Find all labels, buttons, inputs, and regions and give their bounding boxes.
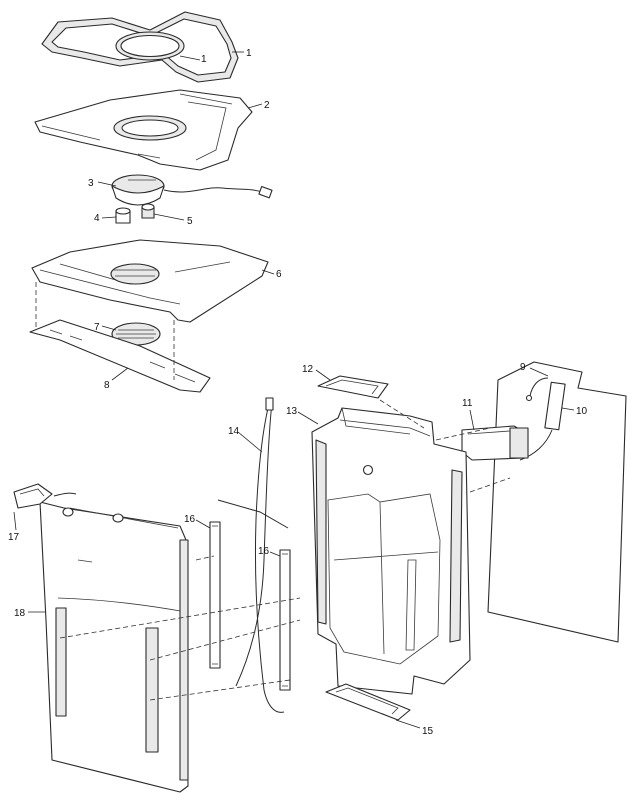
part-6-fan-housing [31,239,269,323]
callout-7: 7 [94,322,100,333]
callout-leader-lines [13,51,575,729]
callout-labels: 1 1 2 3 4 5 6 7 8 9 10 11 12 13 14 15 16… [8,48,588,737]
callout-18: 18 [14,608,26,619]
callout-5: 5 [187,216,193,227]
callout-1a: 1 [201,54,207,65]
callout-17: 17 [8,532,20,543]
callout-9: 9 [520,362,526,373]
callout-15: 15 [422,726,434,737]
part-4-knob [115,207,131,224]
part-3-fan-motor [111,174,273,206]
part-13-main-housing [311,407,471,695]
part-16-rod-left [209,521,221,669]
callout-14: 14 [228,426,240,437]
callout-3: 3 [88,178,94,189]
callout-2: 2 [264,100,270,111]
callout-10: 10 [576,406,588,417]
callout-6: 6 [276,269,282,280]
part-10-cable-bracket [519,377,566,461]
callout-16b: 16 [258,546,270,557]
callout-12: 12 [302,364,314,375]
part-8-grille [29,282,211,393]
part-1-gasket [41,11,239,83]
part-17-top-tab [13,483,77,509]
callout-1b: 1 [246,48,252,59]
assembly-guide-lines [59,399,511,701]
callout-13: 13 [286,406,298,417]
callout-4: 4 [94,213,100,224]
callout-8: 8 [104,380,110,391]
part-5-knob [141,203,155,219]
callout-16a: 16 [184,514,196,525]
part-11-connector-box [461,425,529,461]
part-2-top-plate [34,89,253,171]
callout-11: 11 [462,398,473,409]
part-15-bottom-strip [325,683,411,721]
part-18-front-panel [39,501,189,793]
part-16-rod-right [279,549,291,691]
part-14-wiring-harness [217,397,289,713]
part-12-top-strip [317,375,389,399]
